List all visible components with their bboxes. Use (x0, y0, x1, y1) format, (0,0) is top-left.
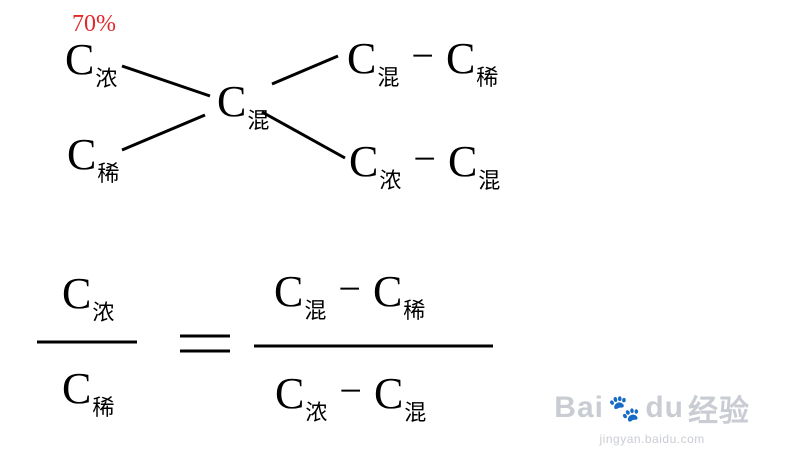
c-symbol: C (274, 267, 304, 316)
paw-icon: 🐾 (607, 392, 642, 423)
c-symbol: C (67, 130, 97, 179)
watermark-brand-bai: Bai (554, 391, 604, 424)
c-symbol: C (62, 269, 92, 318)
numerator-c-nong: C浓 (62, 269, 114, 325)
c-symbol: C (347, 34, 377, 83)
sub-xi: 稀 (403, 299, 426, 324)
sub-nong: 浓 (95, 67, 118, 92)
term-c-hun-center: C混 (217, 77, 269, 133)
sub-hun: 混 (478, 169, 501, 194)
minus-sign: − (339, 368, 362, 413)
sub-nong: 浓 (92, 301, 115, 326)
c-symbol: C (349, 137, 379, 186)
term-c-xi: C稀 (67, 130, 119, 186)
term-c-nong: C浓 (65, 35, 117, 91)
percent-label: 70% (72, 11, 116, 37)
c-symbol: C (275, 369, 305, 418)
sub-hun: 混 (304, 299, 327, 324)
numerator-diff-hun-minus-xi: C混−C稀 (274, 267, 425, 323)
line-hun-to-bottom-diff (261, 110, 346, 160)
c-symbol: C (373, 369, 404, 418)
sub-hun: 混 (247, 109, 270, 134)
c-symbol: C (445, 34, 476, 83)
sub-nong: 浓 (379, 169, 402, 194)
minus-sign: − (413, 136, 436, 181)
c-symbol: C (217, 77, 247, 126)
c-symbol: C (447, 137, 478, 186)
diff-hun-minus-xi: C混−C稀 (347, 34, 498, 90)
watermark-brand-cn: 经验 (688, 395, 750, 428)
sub-hun: 混 (377, 66, 400, 91)
c-symbol: C (65, 35, 95, 84)
watermark-brand-du: du (645, 391, 684, 424)
minus-sign: − (338, 266, 361, 311)
c-symbol: C (372, 267, 403, 316)
line-nong-to-hun (121, 64, 211, 98)
diff-nong-minus-hun: C浓−C混 (349, 137, 500, 193)
c-symbol: C (62, 364, 92, 413)
minus-sign: − (411, 33, 434, 78)
sub-xi: 稀 (92, 396, 115, 421)
sub-xi: 稀 (476, 66, 499, 91)
denominator-diff-nong-minus-hun: C浓−C混 (275, 369, 426, 425)
sub-xi: 稀 (97, 162, 120, 187)
line-xi-to-hun (121, 113, 206, 152)
sub-hun: 混 (404, 401, 427, 426)
denominator-c-xi: C稀 (62, 364, 114, 420)
sub-nong: 浓 (305, 401, 328, 426)
watermark-url: jingyan.baidu.com (599, 432, 705, 446)
line-hun-to-top-diff (271, 54, 339, 86)
